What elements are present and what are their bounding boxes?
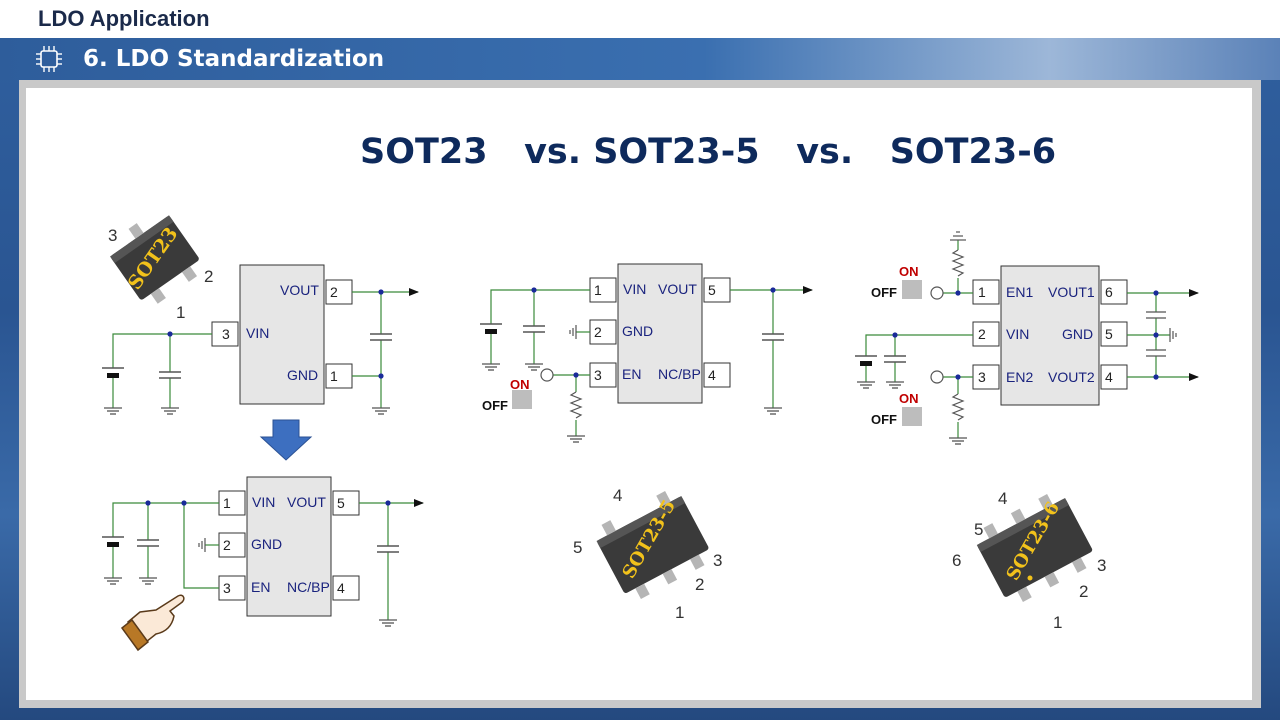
sot23-6-pin-vout1-number: 6 [1105, 284, 1113, 300]
sot23-circuit: VOUT VIN GND 2 3 1 [101, 264, 419, 415]
sot23-6-pin4-label: 4 [998, 489, 1007, 508]
sot23-6-vin-label: VIN [1006, 326, 1029, 342]
sot23-5-switch-on-label: ON [510, 377, 530, 392]
sot23-6-vout2-label: VOUT2 [1048, 369, 1095, 385]
sot23-6-pin5-label: 5 [974, 520, 983, 539]
sot23-5-pin-vout-number: 5 [708, 282, 716, 298]
sot23-5-ic-body [617, 263, 703, 404]
sot23-6-ic-body [1000, 265, 1100, 406]
converted-ic-body [246, 476, 332, 617]
sot23-5-vout-label: VOUT [658, 281, 697, 297]
page-title: SOT23 vs. SOT23-5 vs. SOT23-6 [360, 132, 1057, 172]
sot23-vout-label: VOUT [280, 282, 319, 298]
sot23-5-pin5-label: 5 [573, 538, 582, 557]
sot23-6-enable1-switch: ON OFF [871, 264, 922, 300]
sot23-5-pin-ncbp-number: 4 [708, 367, 716, 383]
sot23-6-circuit: EN1 VOUT1 VIN GND EN2 VOUT2 1 2 3 6 5 4 [854, 231, 1199, 445]
sot23-pin-vout-number: 2 [330, 284, 338, 300]
sot23-5-enable-switch: ON OFF [482, 377, 532, 413]
sot23-6-package: SOT23-6 4 5 6 3 2 1 [952, 489, 1106, 632]
sot23-pin1-label: 1 [176, 303, 185, 322]
down-arrow-icon [259, 419, 313, 461]
sot23-6-en1-label: EN1 [1006, 284, 1033, 300]
sot23-gnd-label: GND [287, 367, 318, 383]
sot23-5-circuit: VIN VOUT GND EN NC/BP 1 2 3 5 4 [479, 263, 813, 443]
sot23-6-switch2-off-label: OFF [871, 412, 897, 427]
converted-gnd-label: GND [251, 536, 282, 552]
sot23-vin-label: VIN [246, 325, 269, 341]
pointing-hand-icon [120, 594, 185, 652]
converted-pin-ncbp-number: 4 [337, 580, 345, 596]
chip-icon [36, 46, 62, 72]
sot23-5-pin-en-number: 3 [594, 367, 602, 383]
converted-pin-en-number: 3 [223, 580, 231, 596]
sot23-6-pin-vin-number: 2 [978, 326, 986, 342]
sot23-6-pin-en2-number: 3 [978, 369, 986, 385]
sot23-5-en-label: EN [622, 366, 641, 382]
sot23-6-en2-label: EN2 [1006, 369, 1033, 385]
sot23-6-vout1-label: VOUT1 [1048, 284, 1095, 300]
sot23-5-converted-circuit: VIN VOUT GND EN NC/BP 1 2 3 5 4 [101, 476, 424, 627]
converted-pin-vin-number: 1 [223, 495, 231, 511]
sot23-6-pin-en1-number: 1 [978, 284, 986, 300]
sot23-6-pin-vout2-number: 4 [1105, 369, 1113, 385]
sot23-pin-vin-number: 3 [222, 326, 230, 342]
sot23-5-vin-label: VIN [623, 281, 646, 297]
sot23-pin-gnd-number: 1 [330, 368, 338, 384]
sot23-ic-body [239, 264, 325, 405]
sot23-5-pin-gnd-number: 2 [594, 324, 602, 340]
sot23-5-pin4-label: 4 [613, 486, 622, 505]
section-bar [0, 38, 1280, 80]
sot23-5-gnd-label: GND [622, 323, 653, 339]
sot23-5-pin3-label: 3 [713, 551, 722, 570]
converted-pin-vout-number: 5 [337, 495, 345, 511]
sot23-pin3-label: 3 [108, 226, 117, 245]
sot23-6-enable2-terminal [930, 370, 944, 384]
sot23-5-ncbp-label: NC/BP [658, 366, 701, 382]
sot23-6-enable2-switch: ON OFF [871, 391, 922, 427]
sot23-6-switch2-on-label: ON [899, 391, 919, 406]
sot23-6-gnd-label: GND [1062, 326, 1093, 342]
sot23-5-enable-terminal [540, 368, 554, 382]
sot23-6-pin3-label: 3 [1097, 556, 1106, 575]
sot23-pin2-label: 2 [204, 267, 213, 286]
sot23-5-pin2-label: 2 [695, 575, 704, 594]
converted-vout-label: VOUT [287, 494, 326, 510]
sot23-5-switch-off-label: OFF [482, 398, 508, 413]
sot23-package: SOT23 3 2 1 [108, 215, 213, 322]
converted-en-label: EN [251, 579, 270, 595]
sot23-5-package: SOT23-5 4 5 3 2 1 [573, 486, 722, 622]
sot23-6-pin6-label: 6 [952, 551, 961, 570]
converted-pin-gnd-number: 2 [223, 537, 231, 553]
sot23-6-enable1-terminal [930, 286, 944, 300]
sot23-6-pin-gnd-number: 5 [1105, 326, 1113, 342]
section-title: 6. LDO Standardization [83, 46, 385, 72]
converted-ncbp-label: NC/BP [287, 579, 330, 595]
app-title: LDO Application [38, 6, 210, 31]
converted-vin-label: VIN [252, 494, 275, 510]
sot23-5-pin-vin-number: 1 [594, 282, 602, 298]
sot23-6-switch1-off-label: OFF [871, 285, 897, 300]
sot23-5-pin1-label: 1 [675, 603, 684, 622]
sot23-6-switch1-on-label: ON [899, 264, 919, 279]
sot23-6-pin2-label: 2 [1079, 582, 1088, 601]
sot23-6-pin1-label: 1 [1053, 613, 1062, 632]
